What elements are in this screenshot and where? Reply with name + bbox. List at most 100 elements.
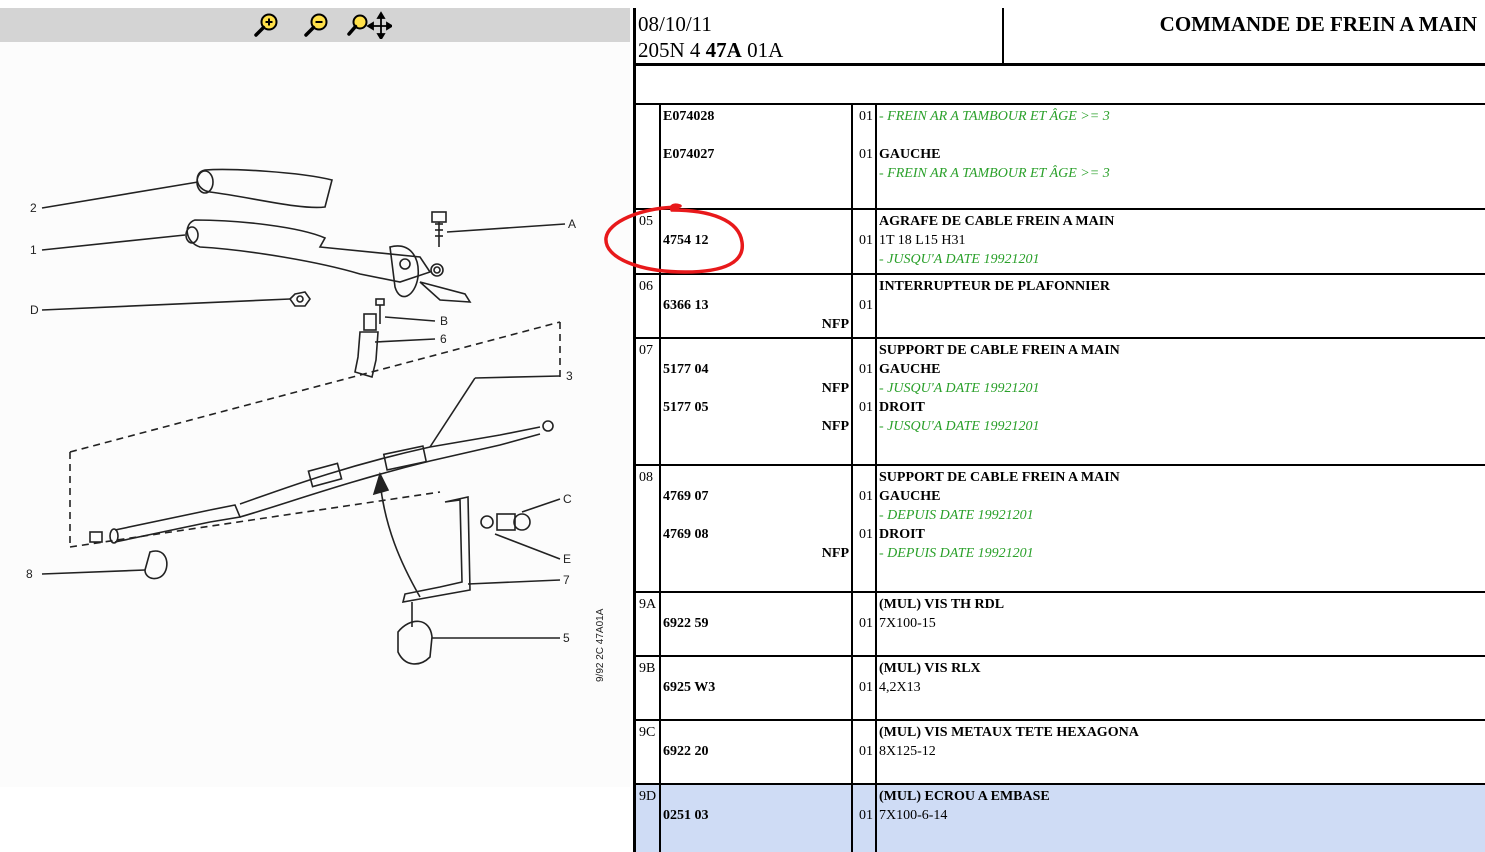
callout-label: D: [30, 303, 39, 317]
quantity: 01: [859, 362, 873, 377]
part-number[interactable]: 4754 12: [663, 233, 709, 248]
ref-cell: 9A: [636, 591, 661, 656]
part-designation: GAUCHE: [879, 489, 941, 504]
part-number[interactable]: 6922 20: [663, 744, 709, 759]
sheet-title: COMMANDE DE FREIN A MAIN: [1159, 12, 1477, 36]
quantity: [855, 126, 873, 145]
part-spec: [879, 315, 1483, 334]
quantity-cell: 01: [852, 591, 877, 656]
part-number[interactable]: [663, 164, 849, 183]
callout-label: 5: [563, 631, 570, 645]
sheet-info: 08/10/11 205N 4 47A 01A: [636, 8, 1004, 66]
sheet-code-group: 47A: [705, 38, 742, 62]
part-spec: [879, 126, 1483, 145]
part-number[interactable]: [663, 506, 849, 525]
callout-label: 2: [30, 201, 37, 215]
quantity: [855, 341, 873, 360]
part-number[interactable]: [663, 212, 849, 231]
quantity: [855, 595, 873, 614]
quantity: 01: [859, 527, 873, 542]
quantity: [855, 723, 873, 742]
quantity: 01: [859, 233, 873, 248]
part-5-clip: [397, 620, 433, 665]
zoom-toolbar: [0, 8, 630, 42]
description-cell: INTERRUPTEUR DE PLAFONNIER: [876, 273, 1485, 338]
quantity: 01: [859, 744, 873, 759]
part-designation: (MUL) VIS TH RDL: [879, 597, 1005, 612]
quantity: [855, 212, 873, 231]
part-number[interactable]: 4769 08: [663, 527, 709, 542]
quantity: [855, 544, 873, 563]
applicability-note: - DEPUIS DATE 19921201: [879, 546, 1034, 561]
part-7-bracket: [401, 496, 471, 604]
part-number[interactable]: [663, 468, 849, 487]
zoom-in-button[interactable]: [252, 11, 282, 39]
part-number[interactable]: 0251 03: [663, 808, 709, 823]
quantity: [855, 506, 873, 525]
quantity: [855, 315, 873, 334]
part-number[interactable]: 6366 13: [663, 298, 709, 313]
parts-list-panel: 08/10/11 205N 4 47A 01A COMMANDE DE FREI…: [636, 8, 1485, 852]
part-number[interactable]: [663, 659, 849, 678]
part-number[interactable]: 5177 05: [663, 400, 709, 415]
part-number[interactable]: 6922 59: [663, 616, 709, 631]
part-number[interactable]: [663, 595, 849, 614]
part-spec: 1T 18 L15 H31: [879, 233, 966, 248]
part-number[interactable]: 5177 04: [663, 362, 709, 377]
quantity-cell: 01: [852, 208, 877, 274]
ref-cell: 9C: [636, 719, 661, 784]
part-8-clip: [144, 550, 168, 580]
callout-label: B: [440, 314, 448, 328]
part-number[interactable]: [663, 250, 849, 269]
ref-cell: 08: [636, 464, 661, 592]
part-number[interactable]: [663, 723, 849, 742]
zoom-out-button[interactable]: [302, 11, 332, 39]
ref-cell: 9B: [636, 655, 661, 720]
part-number[interactable]: E074027: [663, 147, 715, 162]
ref-cell: 07: [636, 337, 661, 465]
callout-label: 6: [440, 332, 447, 346]
drawing-reference-code: 9/92 2C 47A01A: [595, 608, 606, 682]
part-number[interactable]: [663, 277, 849, 296]
part-designation: (MUL) ECROU A EMBASE: [879, 789, 1050, 804]
quantity: [855, 379, 873, 398]
nfp-flag: NFP: [821, 419, 849, 434]
part-designation: SUPPORT DE CABLE FREIN A MAIN: [879, 343, 1120, 358]
part-number[interactable]: [663, 126, 849, 145]
part-number[interactable]: 4769 07: [663, 489, 709, 504]
part-number[interactable]: [663, 341, 849, 360]
callout-label: C: [563, 492, 572, 506]
quantity: [855, 787, 873, 806]
ref-cell: 9D: [636, 783, 661, 852]
quantity: [855, 164, 873, 183]
part-number[interactable]: 6925 W3: [663, 680, 716, 695]
part-designation: SUPPORT DE CABLE FREIN A MAIN: [879, 470, 1120, 485]
ref-cell: 06: [636, 273, 661, 338]
part-designation: GAUCHE: [879, 362, 941, 377]
quantity: 01: [859, 298, 873, 313]
description-cell: SUPPORT DE CABLE FREIN A MAIN GAUCHE - DEP…: [876, 464, 1485, 592]
zoom-pan-button[interactable]: [346, 11, 394, 41]
part-number[interactable]: E074028: [663, 109, 715, 124]
quantity: 01: [859, 109, 873, 124]
quantity: 01: [859, 616, 873, 631]
zoom-pan-icon: [347, 11, 394, 41]
part-number[interactable]: [663, 787, 849, 806]
part-3-cable: [114, 509, 211, 543]
